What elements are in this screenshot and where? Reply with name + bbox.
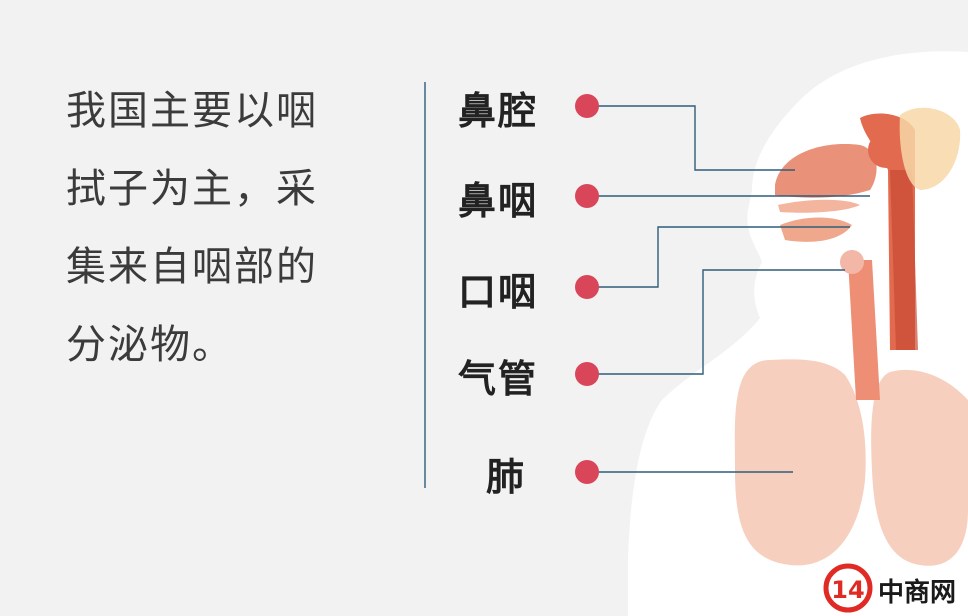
label-nasopharynx: 鼻咽 [458, 179, 539, 223]
larynx-spot [840, 250, 864, 274]
palate [778, 199, 860, 213]
tongue [780, 217, 852, 242]
nasal-cavity [775, 144, 877, 198]
caption-line: 我国主要以咽 [66, 88, 318, 134]
marker-dot-nasopharynx [575, 184, 599, 208]
marker-dot-nasal-cavity [575, 94, 599, 118]
lung-right [871, 369, 968, 566]
label-lung: 肺 [486, 455, 527, 499]
watermark-badge-text: 14 [831, 576, 864, 604]
brain-area [899, 107, 961, 190]
esophagus [890, 170, 918, 350]
leader-line-trachea [590, 269, 845, 375]
caption-line: 拭子为主，采 [66, 166, 318, 212]
leader-line-nasal-cavity [590, 105, 795, 171]
watermark-logo-icon: 14 [823, 563, 873, 613]
marker-dot-oropharynx [575, 275, 599, 299]
leader-line-oropharynx [590, 226, 850, 288]
marker-dot-lung [575, 460, 599, 484]
marker-dot-trachea [575, 362, 599, 386]
label-nasal-cavity: 鼻腔 [458, 89, 539, 133]
trachea [848, 260, 880, 400]
nasopharynx-blob [868, 132, 904, 168]
watermark-text: 中商网 [878, 578, 957, 608]
caption-text: 我国主要以咽 拭子为主，采 集来自咽部的 分泌物。 [66, 72, 386, 384]
caption-line: 集来自咽部的 [66, 244, 318, 290]
lung-left [734, 359, 866, 566]
label-trachea: 气管 [458, 357, 539, 401]
label-oropharynx: 口咽 [458, 270, 539, 314]
caption-line: 分泌物。 [66, 322, 234, 368]
